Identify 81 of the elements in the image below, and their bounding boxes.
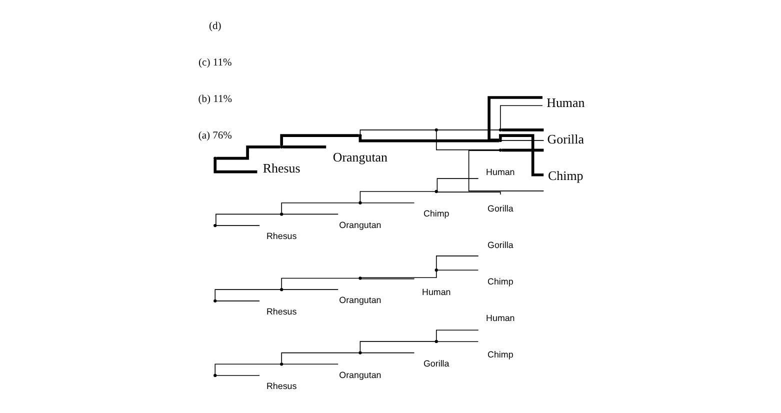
connector xyxy=(280,202,359,214)
node-point xyxy=(498,148,502,152)
connector xyxy=(282,146,326,148)
connector xyxy=(501,148,544,152)
connector xyxy=(360,202,414,204)
connector xyxy=(216,146,280,160)
node-text: Rhesus xyxy=(266,381,296,392)
connector xyxy=(468,150,544,192)
connector xyxy=(216,225,260,226)
node-point xyxy=(213,299,216,302)
node-point xyxy=(213,156,216,160)
node-text: Rhesus xyxy=(266,306,296,317)
connector xyxy=(216,300,260,302)
node-text: Human xyxy=(546,95,584,110)
connector xyxy=(501,128,544,132)
node-text: Gorilla xyxy=(487,240,513,250)
node-point xyxy=(434,268,438,272)
node-point xyxy=(358,351,362,354)
node-point xyxy=(280,362,283,366)
connector xyxy=(360,278,414,280)
label: (d) xyxy=(208,20,221,32)
node-text: Orangutan xyxy=(332,149,388,164)
node-point xyxy=(358,134,362,138)
connector xyxy=(282,214,338,215)
connector xyxy=(359,130,435,135)
node-text: Chimp xyxy=(423,208,449,218)
node-point xyxy=(358,276,362,280)
connector xyxy=(435,130,500,150)
connector xyxy=(214,364,280,374)
connector xyxy=(280,278,359,289)
node-text: Human xyxy=(422,287,450,298)
connector xyxy=(359,191,435,202)
node-point xyxy=(213,374,216,378)
node-point xyxy=(280,288,283,292)
connector xyxy=(215,214,280,225)
node-text: Orangutan xyxy=(338,220,381,230)
connector xyxy=(280,352,359,364)
connector xyxy=(436,270,478,271)
connector xyxy=(360,270,436,278)
node-text: Orangutan xyxy=(338,295,381,306)
connector xyxy=(487,96,542,142)
label: (a) 76% xyxy=(198,130,232,142)
node-point xyxy=(434,190,438,194)
node-text: Gorilla xyxy=(423,358,449,368)
connector xyxy=(500,105,542,129)
node-text: Rhesus xyxy=(262,160,300,176)
connector xyxy=(500,140,544,141)
connector xyxy=(282,289,338,290)
node-text: Chimp xyxy=(548,168,583,183)
connector xyxy=(435,330,478,340)
connector xyxy=(436,341,478,342)
node-text: Chimp xyxy=(487,276,513,287)
node-point xyxy=(498,128,502,132)
connector xyxy=(280,134,358,146)
node-point xyxy=(280,145,283,148)
connector xyxy=(435,256,478,270)
node-text: Gorilla xyxy=(487,204,513,214)
label: (c) 11% xyxy=(198,57,232,68)
node-point xyxy=(498,138,502,142)
connector xyxy=(360,352,414,354)
node-text: Chimp xyxy=(487,349,513,360)
connector xyxy=(498,134,544,176)
connector xyxy=(214,289,280,300)
connector xyxy=(359,341,435,352)
connector xyxy=(216,375,260,376)
node-point xyxy=(358,201,362,204)
node-point xyxy=(434,340,438,344)
label: (b) 11% xyxy=(198,94,232,105)
node-point xyxy=(280,212,283,216)
node-text: Rhesus xyxy=(266,231,296,242)
node-text: Human xyxy=(486,313,514,324)
node-point xyxy=(434,128,438,132)
connector xyxy=(436,178,478,192)
connector xyxy=(282,364,338,365)
node-text: Gorilla xyxy=(546,132,584,147)
node-text: Orangutan xyxy=(338,370,381,380)
connector xyxy=(213,160,257,174)
node-point xyxy=(213,224,216,228)
node-text: Human xyxy=(486,167,514,178)
connector xyxy=(358,136,499,142)
connector xyxy=(436,192,500,195)
